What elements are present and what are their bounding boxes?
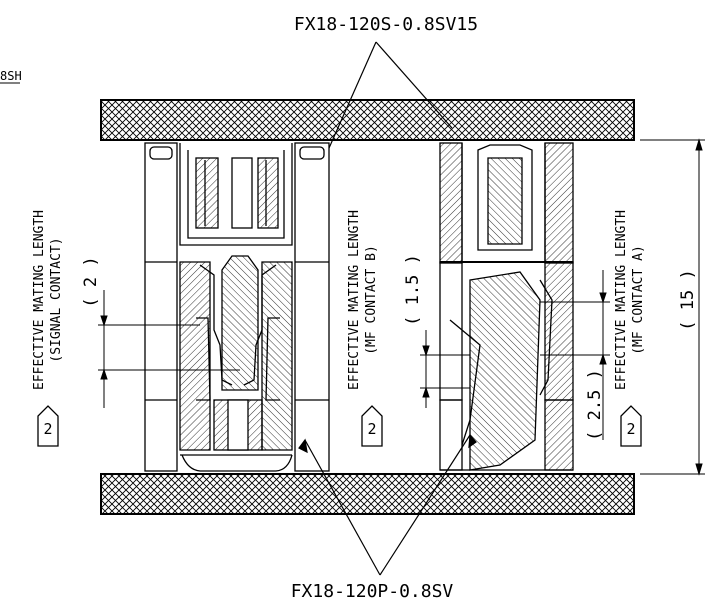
mfa-callout-line1: EFFECTIVE MATING LENGTH [614,210,629,390]
signal-callout-line2: (SIGNAL CONTACT) [49,237,64,362]
svg-text:2: 2 [43,420,52,438]
corner-code: 8SH [0,69,22,83]
right-connector-section [439,142,574,471]
note-flag-mf-b: 2 [361,405,383,447]
dim-mf-b-value: ( 1.5 ) [403,254,423,326]
dimension-lines [98,138,705,476]
bottom-board [100,473,635,515]
bottom-part-number: FX18-120P-0.8SV [291,581,454,602]
mfa-callout-line2: (MF CONTACT A) [631,245,646,355]
bottom-leader-lines [298,433,477,576]
note-flag-signal: 2 [37,405,59,447]
svg-text:2: 2 [367,420,376,438]
note-flag-mf-a: 2 [620,405,642,447]
mfb-callout-line1: EFFECTIVE MATING LENGTH [347,210,362,390]
dim-signal-value: ( 2 ) [81,256,101,307]
left-connector-section [144,142,330,472]
svg-text:2: 2 [626,420,635,438]
dim-total-value: ( 15 ) [678,269,698,330]
top-board [100,99,635,141]
signal-callout-line1: EFFECTIVE MATING LENGTH [32,210,47,390]
dim-mf-a-value: ( 2.5 ) [585,369,605,441]
mfb-callout-line2: (MF CONTACT B) [364,245,379,355]
top-part-number: FX18-120S-0.8SV15 [294,14,478,35]
